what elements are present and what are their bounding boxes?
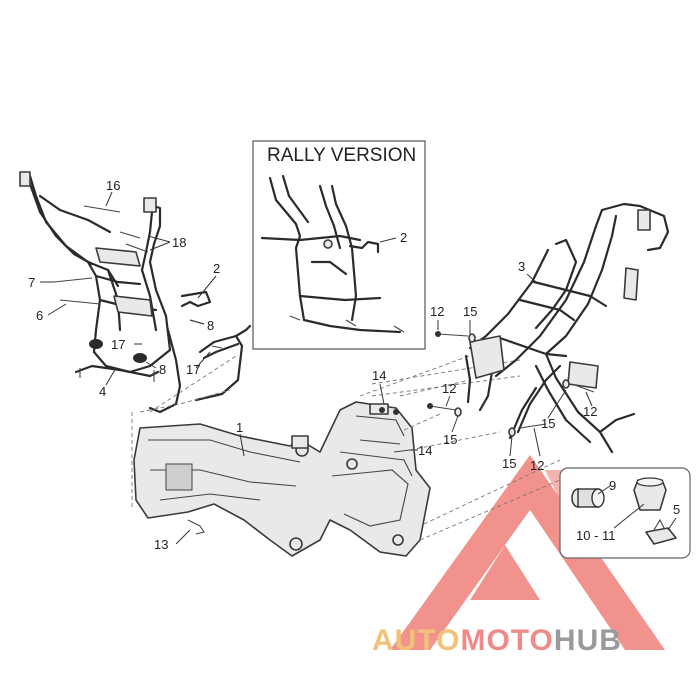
rear-subframe <box>464 202 670 454</box>
callout-4: 4 <box>99 384 106 399</box>
callout-numbers: 1 2 3 4 5 6 7 8 8 9 10 - 11 12 12 12 12 … <box>28 178 680 552</box>
bolt-13 <box>187 519 205 535</box>
rally-bracket-2 <box>348 240 380 254</box>
spacer-10-11 <box>633 477 667 511</box>
callout-3: 3 <box>518 259 525 274</box>
front-subframe <box>19 171 182 414</box>
bolts-left <box>53 205 223 349</box>
rally-subframe <box>260 174 405 334</box>
callout-8-lower: 8 <box>159 362 166 377</box>
callout-14-a: 14 <box>372 368 386 383</box>
callout-12-d: 12 <box>530 458 544 473</box>
bushing-9 <box>571 488 605 508</box>
callout-18: 18 <box>172 235 186 250</box>
callout-14-b: 14 <box>418 443 432 458</box>
callout-6: 6 <box>36 308 43 323</box>
callout-15-d: 15 <box>502 456 516 471</box>
callout-17-a: 17 <box>111 337 125 352</box>
alignment-lines <box>131 351 561 541</box>
callout-12-c: 12 <box>583 404 597 419</box>
watermark-logo <box>390 455 665 650</box>
bolts-12-15 <box>427 331 595 437</box>
callout-12-a: 12 <box>430 304 444 319</box>
callout-2: 2 <box>213 261 220 276</box>
callout-10-11: 10 - 11 <box>576 528 616 543</box>
small-parts-inset <box>559 467 691 559</box>
tube-17 <box>194 324 252 402</box>
callout-1: 1 <box>236 420 243 435</box>
callout-12-b: 12 <box>442 381 456 396</box>
bracket-4 <box>74 364 160 382</box>
callout-15-c: 15 <box>541 416 555 431</box>
bracket-2 <box>180 290 212 308</box>
rally-version-inset: RALLY VERSION 2 <box>252 140 426 350</box>
inset-title: RALLY VERSION <box>267 145 416 166</box>
callout-13: 13 <box>154 537 168 552</box>
main-frame <box>133 401 431 557</box>
callout-2-inset: 2 <box>400 230 407 245</box>
callout-9: 9 <box>609 478 616 493</box>
bolts-14 <box>379 407 411 453</box>
clip-nut-5 <box>645 518 677 545</box>
watermark-part-1: AUTO <box>372 624 460 657</box>
callout-15-b: 15 <box>443 432 457 447</box>
callout-17-b: 17 <box>186 362 200 377</box>
watermark-part-2: MOTO <box>460 624 553 657</box>
svg-text:AUTOMOTOHUB: AUTOMOTOHUB <box>372 624 622 657</box>
callout-5: 5 <box>673 502 680 517</box>
callout-15-a: 15 <box>463 304 477 319</box>
callout-8-upper: 8 <box>207 318 214 333</box>
watermark-part-3: HUB <box>554 624 622 657</box>
watermark-text: AUTOMOTOHUB <box>372 624 622 657</box>
callout-16: 16 <box>106 178 120 193</box>
leader-lines <box>40 191 593 545</box>
callout-7: 7 <box>28 275 35 290</box>
